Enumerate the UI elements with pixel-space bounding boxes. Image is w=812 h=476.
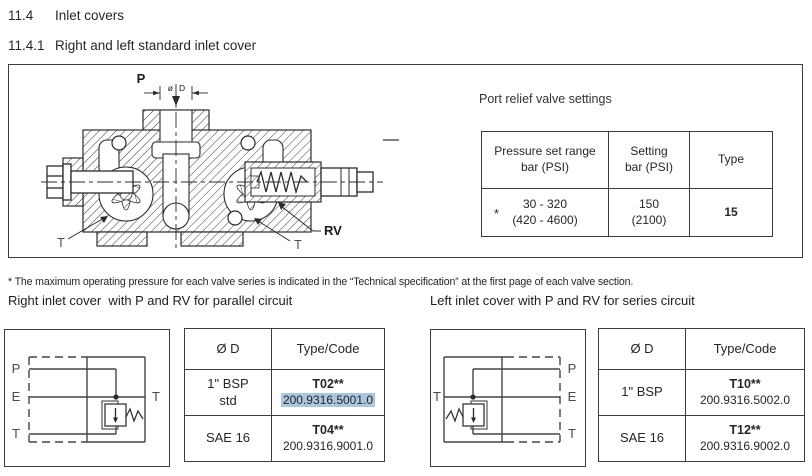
diameter-label-o: ø bbox=[168, 83, 173, 93]
diameter-label-d: D bbox=[179, 83, 185, 93]
port-label-t: T bbox=[12, 426, 20, 441]
col-typecode-header: Type/Code bbox=[713, 340, 777, 356]
col-d-header: Ø D bbox=[599, 329, 686, 369]
relief-setting-cell: 150 (2100) bbox=[609, 189, 690, 236]
typecode-cell: T02** 200.9316.5001.0 bbox=[280, 377, 376, 407]
right-cover-table: Ø D Type/Code 1" BSP std T02** 200.9316.… bbox=[184, 328, 385, 462]
series-circuit-schematic: T P E T bbox=[430, 329, 586, 467]
relief-valve-symbol bbox=[101, 400, 144, 430]
port-label-e: E bbox=[568, 389, 577, 404]
rv-leader bbox=[280, 205, 321, 232]
relief-range-cell: * 30 - 320 (420 - 4600) bbox=[482, 189, 609, 236]
port-label-t: T bbox=[568, 426, 576, 441]
parallel-schematic-svg: P E T T bbox=[12, 356, 160, 443]
port-label-e: E bbox=[12, 389, 21, 404]
size-cell: SAE 16 bbox=[599, 416, 686, 461]
centerlines bbox=[41, 84, 383, 252]
relief-valve-symbol bbox=[445, 400, 488, 430]
tank-left-label: T bbox=[57, 236, 65, 250]
subsection-number: 11.4.1 bbox=[8, 38, 45, 53]
table-row: 1" BSP T10** 200.9316.5002.0 bbox=[599, 370, 804, 416]
table-row: SAE 16 T12** 200.9316.9002.0 bbox=[599, 416, 804, 461]
table-row: 1" BSP std T02** 200.9316.5001.0 bbox=[185, 370, 384, 416]
relief-table-title: Port relief valve settings bbox=[479, 92, 612, 106]
parallel-circuit-schematic: P E T T bbox=[4, 329, 170, 467]
spring bbox=[256, 169, 308, 195]
t-left-leader bbox=[67, 217, 105, 240]
relief-col1-header: Pressure set range bar (PSI) bbox=[482, 132, 609, 189]
size-cell: 1" BSP std bbox=[185, 370, 272, 415]
typecode-cell: T04** 200.9316.9001.0 bbox=[282, 423, 374, 453]
t-left-arrow bbox=[100, 216, 108, 223]
asterisk-marker: * bbox=[494, 205, 500, 221]
size-cell: 1" BSP bbox=[599, 370, 686, 415]
rv-arrow bbox=[278, 202, 286, 210]
section-number: 11.4 bbox=[8, 8, 34, 23]
col-typecode-header: Type/Code bbox=[296, 340, 360, 356]
bolt-holes bbox=[111, 135, 256, 226]
junction-dot bbox=[470, 394, 476, 400]
typecode-cell: T12** 200.9316.9002.0 bbox=[699, 423, 791, 453]
relief-type-cell: 15 bbox=[724, 204, 738, 219]
t-right-leader bbox=[257, 220, 291, 242]
relief-col2-header: Setting bar (PSI) bbox=[609, 132, 690, 189]
relief-col3-header: Type bbox=[690, 132, 772, 189]
rv-label: RV bbox=[324, 223, 342, 238]
footnote: * The maximum operating pressure for eac… bbox=[8, 276, 634, 288]
port-p-label: P bbox=[137, 71, 146, 86]
series-schematic-svg: T P E T bbox=[433, 356, 577, 443]
highlighted-code: 200.9316.5001.0 bbox=[280, 392, 376, 407]
diameter-dimension bbox=[144, 86, 208, 106]
section-heading: 11.4 Inlet covers bbox=[8, 8, 124, 23]
valve-cross-section-drawing: ø D P T T RV bbox=[41, 71, 399, 252]
typecode-cell: T10** 200.9316.5002.0 bbox=[699, 377, 791, 407]
drawing-frame: ø D P T T RV Port relief valve settings … bbox=[8, 64, 803, 258]
port-label-p: P bbox=[12, 361, 21, 376]
size-cell: SAE 16 bbox=[185, 416, 272, 461]
section-title: Inlet covers bbox=[55, 8, 125, 23]
relief-settings-table: Pressure set range bar (PSI) Setting bar… bbox=[481, 131, 773, 237]
port-label-t-out: T bbox=[433, 389, 441, 404]
right-cover-heading: Right inlet cover with P and RV for para… bbox=[8, 293, 293, 308]
tank-right-label: T bbox=[294, 238, 302, 252]
table-row: SAE 16 T04** 200.9316.9001.0 bbox=[185, 416, 384, 461]
port-label-t-out: T bbox=[152, 389, 160, 404]
left-cover-heading: Left inlet cover with P and RV for serie… bbox=[430, 293, 695, 308]
col-d-header: Ø D bbox=[185, 329, 272, 369]
subsection-title: Right and left standard inlet cover bbox=[55, 38, 257, 53]
t-right-arrow bbox=[254, 218, 262, 225]
junction-dot bbox=[113, 394, 119, 400]
port-label-p: P bbox=[568, 361, 577, 376]
left-cover-table: Ø D Type/Code 1" BSP T10** 200.9316.5002… bbox=[598, 328, 805, 462]
subsection-heading: 11.4.1 Right and left standard inlet cove… bbox=[8, 38, 256, 53]
